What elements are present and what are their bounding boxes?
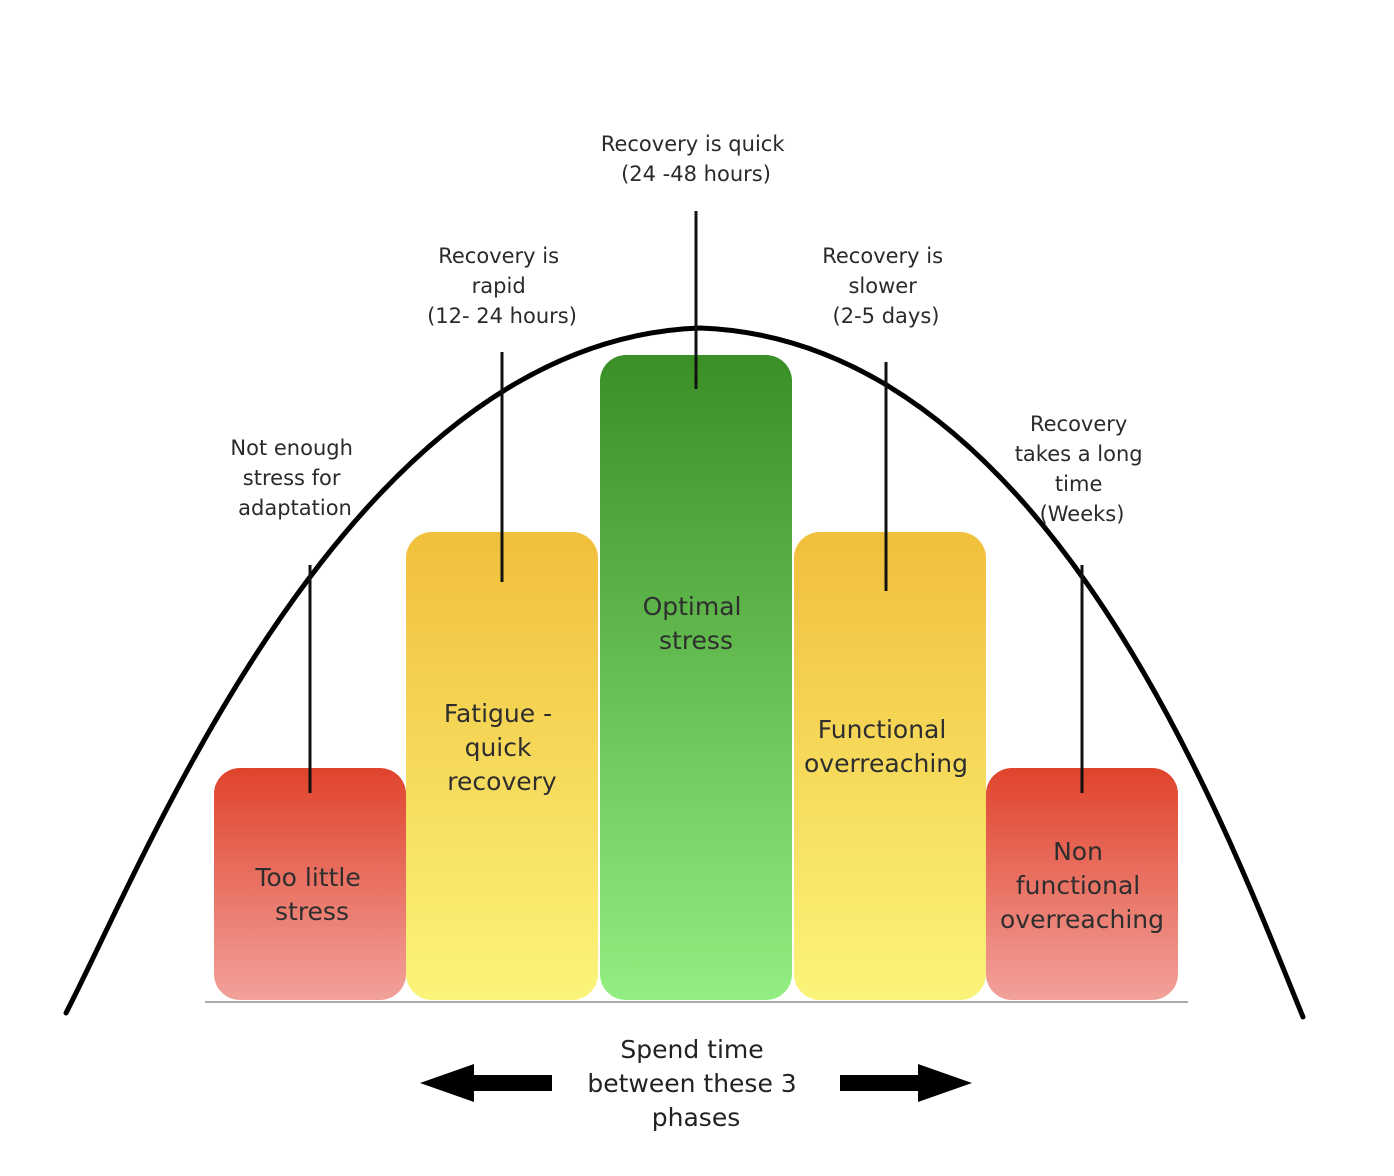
annotation-line: (12- 24 hours) [427,304,577,328]
annotation-recovery-quick: Recovery is quick (24 -48 hours) [601,132,791,186]
bell-curve [63,325,1306,1020]
annotation-line: Not enough [230,436,353,460]
annotation-recovery-long: Recovery takes a long time (Weeks) [1015,412,1150,526]
bar-label-line: stress [275,897,349,926]
right-arrow-icon [840,1064,972,1102]
bar-optimal-stress: Optimal stress [600,355,792,1000]
annotation-line: (2-5 days) [833,304,940,328]
bar-label-line: stress [659,626,733,655]
annotation-line: time [1055,472,1102,496]
bar-label-line: Functional [818,715,947,744]
annotation-line: Recovery is [438,244,559,268]
bar-label-line: overreaching [804,749,968,778]
annotation-line: (Weeks) [1040,502,1125,526]
annotation-line: takes a long [1015,442,1143,466]
annotation-line: Recovery [1030,412,1127,436]
svg-text:Too little stress: Too little stress [254,863,368,926]
bar-label-line: Fatigue - [444,699,552,728]
bar-label-line: recovery [447,767,557,796]
bar-functional-overreaching: Functional overreaching [794,532,986,1000]
bar-non-functional-overreaching: Non functional overreaching [986,768,1178,1000]
annotations: Not enough stress for adaptation Recover… [230,132,1150,526]
annotation-line: adaptation [238,496,352,520]
svg-text:Optimal stress: Optimal stress [643,592,750,655]
bar-label-line: quick [465,733,532,762]
bar-label-line: overreaching [1000,905,1164,934]
annotation-recovery-slower: Recovery is slower (2-5 days) [822,244,950,328]
svg-text:Functional overreachin: Functional overreaching [804,715,968,778]
annotation-line: (24 -48 hours) [621,162,771,186]
svg-text:Non functional: Non functional overreaching [1000,837,1164,934]
annotation-not-enough-stress: Not enough stress for adaptation [230,436,359,520]
bar-label-line: functional [1016,871,1140,900]
bottom-note-line: Spend time [620,1035,763,1064]
annotation-line: Recovery is quick [601,132,786,156]
annotation-line: slower [848,274,917,298]
annotation-line: Recovery is [822,244,943,268]
spend-time-note: Spend time between these 3 phases [587,1035,804,1132]
bar-fatigue-quick-recovery: Fatigue - quick recovery [406,532,598,1000]
left-arrow-icon [420,1064,552,1102]
bar-label-line: Too little [254,863,360,892]
bottom-note-line: between these 3 [587,1069,796,1098]
annotation-pointers [308,211,1084,793]
bar-too-little-stress: Too little stress [214,768,406,1000]
annotation-line: rapid [472,274,526,298]
svg-text:Fatigue - quick: Fatigue - quick recovery [444,699,560,796]
bar-label-line: Non [1053,837,1103,866]
bars-group: Too little stress Fatigue - quick recove… [214,355,1178,1000]
annotation-line: stress for [243,466,341,490]
annotation-recovery-rapid: Recovery is rapid (12- 24 hours) [427,244,577,328]
bottom-note-line: phases [652,1103,740,1132]
bar-label-line: Optimal [643,592,742,621]
